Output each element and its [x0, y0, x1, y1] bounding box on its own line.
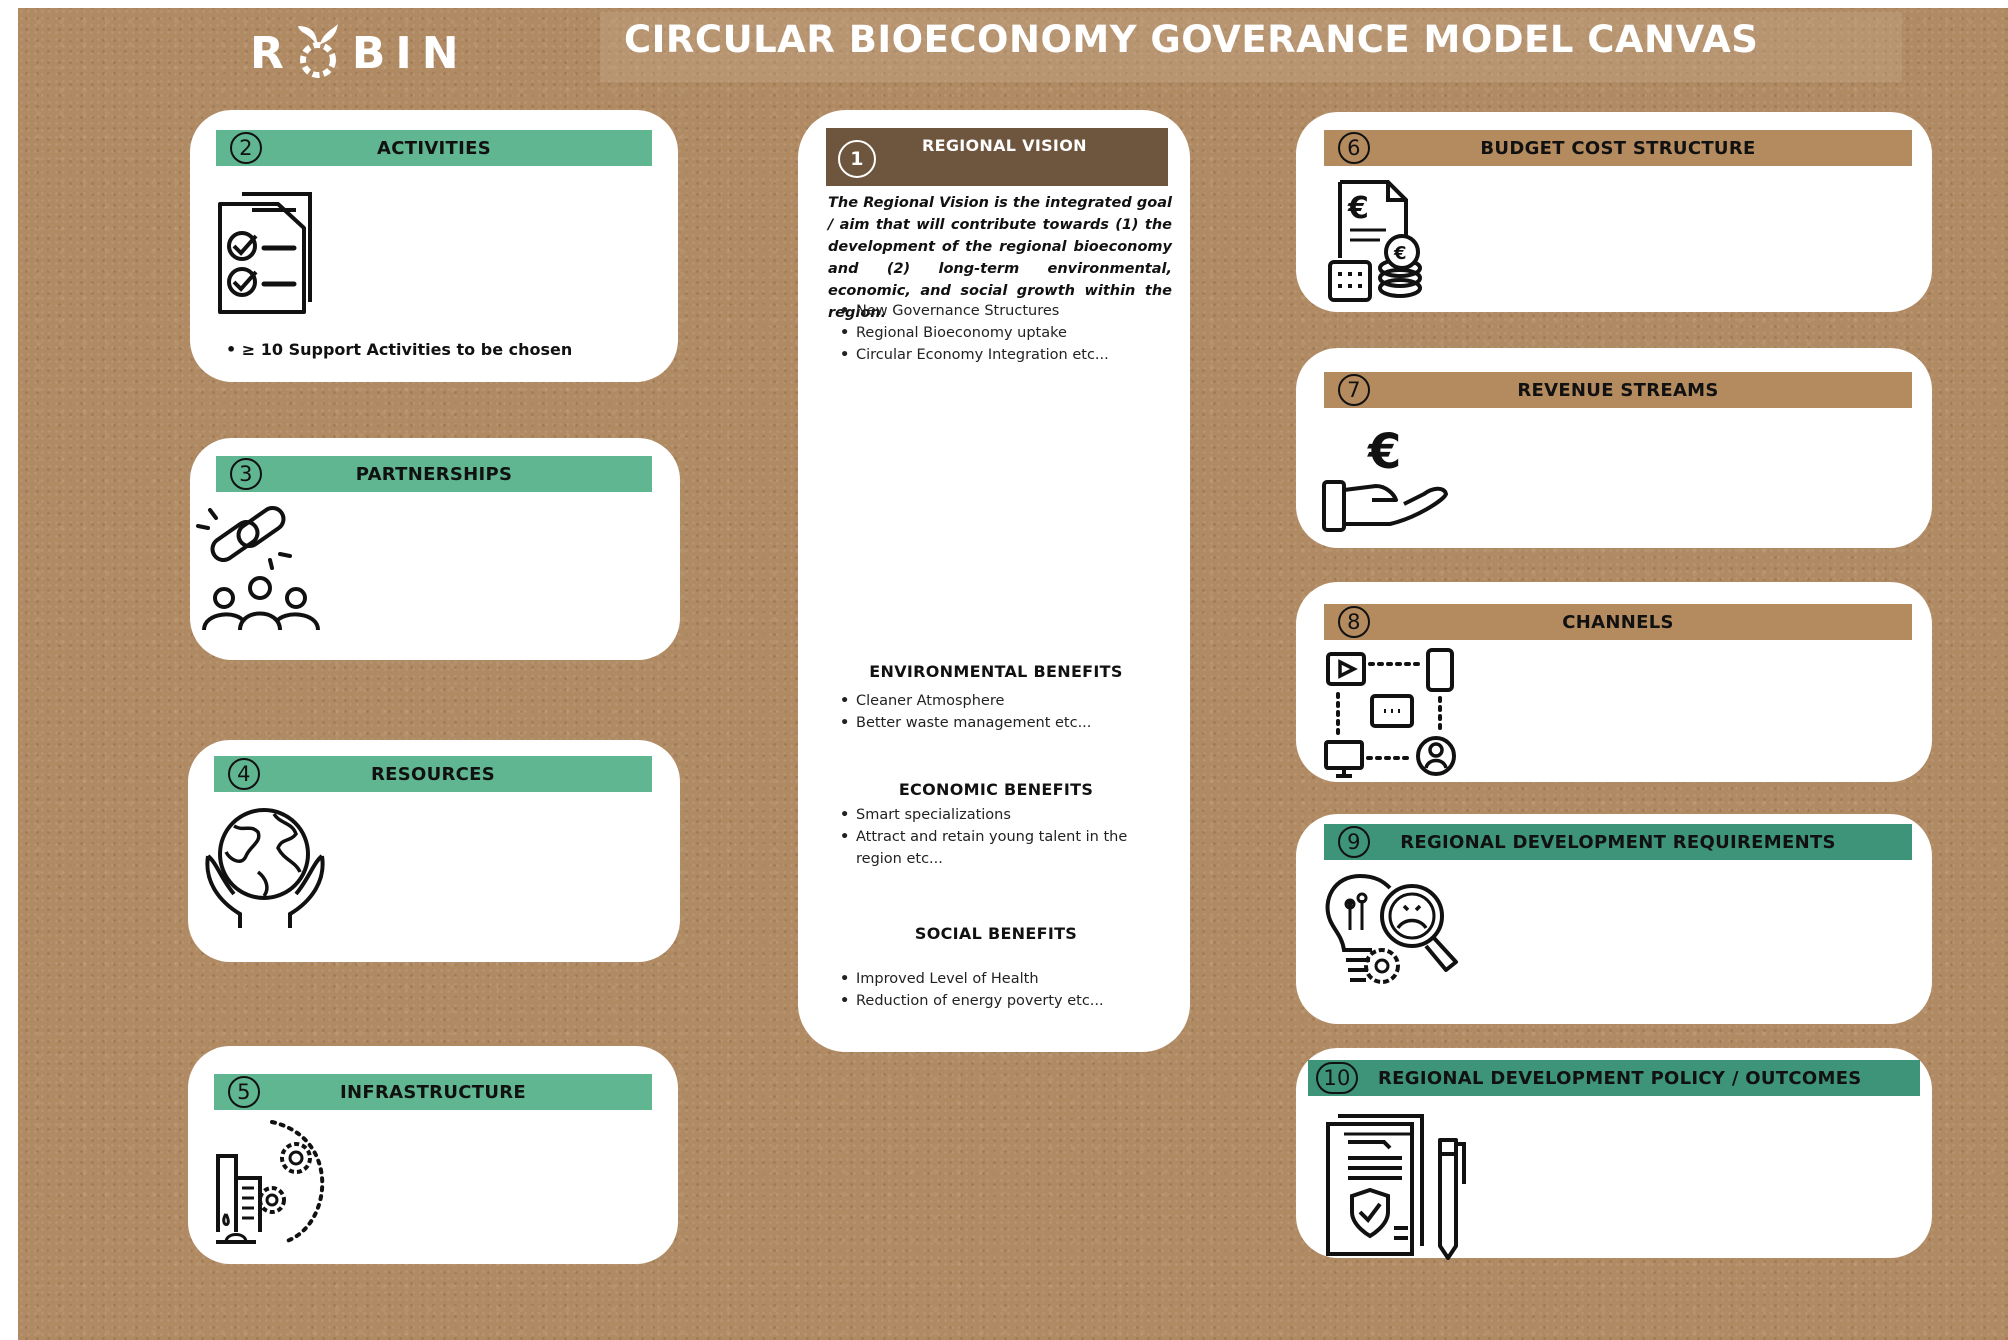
- vision-title: REGIONAL VISION: [922, 136, 1087, 155]
- card-regional-development-policy: 10 REGIONAL DEVELOPMENT POLICY / OUTCOME…: [1296, 1048, 1932, 1260]
- card-header-resources: 4 RESOURCES: [214, 756, 652, 792]
- svg-text:€: €: [1367, 424, 1401, 480]
- svg-text:€: €: [1393, 243, 1407, 264]
- card-channels: 8 CHANNELS: [1296, 582, 1932, 782]
- economic-benefits-title: ECONOMIC BENEFITS: [898, 780, 1094, 799]
- card-partnerships: 3 PARTNERSHIPS: [190, 438, 680, 660]
- requirements-icon: [1325, 874, 1458, 984]
- list-item: Better waste management etc...: [840, 712, 1170, 734]
- card-number: 6: [1338, 132, 1370, 164]
- card-regional-vision: 1 REGIONAL VISION The Regional Vision is…: [798, 110, 1190, 1052]
- page-title: CIRCULAR BIOECONOMY GOVERANCE MODEL CANV…: [624, 18, 1759, 61]
- card-number: 1: [838, 140, 876, 178]
- card-title: ACTIVITIES: [377, 137, 491, 159]
- card-number: 9: [1338, 826, 1370, 858]
- card-activities: 2 ACTIVITIES • ≥ 10 Support Activities t…: [190, 110, 678, 382]
- social-benefits-list: Improved Level of Health Reduction of en…: [840, 968, 1170, 1012]
- card-header-channels: 8 CHANNELS: [1324, 604, 1912, 640]
- svg-text:€: €: [1347, 191, 1369, 226]
- card-number: 3: [230, 458, 262, 490]
- list-item: Cleaner Atmosphere: [840, 690, 1170, 712]
- activities-note: • ≥ 10 Support Activities to be chosen: [226, 340, 573, 359]
- card-title: REVENUE STREAMS: [1517, 379, 1719, 401]
- checklist-icon: [218, 192, 312, 314]
- title-banner: [600, 12, 1902, 82]
- card-header-activities: 2 ACTIVITIES: [216, 130, 652, 166]
- card-title: REGIONAL DEVELOPMENT REQUIREMENTS: [1400, 831, 1836, 853]
- card-number: 8: [1338, 606, 1370, 638]
- card-number: 10: [1316, 1062, 1358, 1094]
- vision-description: The Regional Vision is the integrated go…: [828, 195, 1172, 321]
- card-budget-cost-structure: 6 BUDGET COST STRUCTURE € €: [1296, 112, 1932, 312]
- infrastructure-icon: [216, 1120, 325, 1244]
- environmental-benefits-list: Cleaner Atmosphere Better waste manageme…: [840, 690, 1170, 734]
- vision-header: 1 REGIONAL VISION: [826, 128, 1168, 186]
- card-number: 5: [228, 1076, 260, 1108]
- environmental-benefits-title: ENVIRONMENTAL BENEFITS: [869, 662, 1123, 681]
- card-header-partnerships: 3 PARTNERSHIPS: [216, 456, 652, 492]
- logo-prefix: R: [250, 27, 284, 79]
- card-header-budget: 6 BUDGET COST STRUCTURE: [1324, 130, 1912, 166]
- card-number: 4: [228, 758, 260, 790]
- hand-euro-icon: €: [1322, 424, 1448, 532]
- robin-logo: R BIN: [250, 18, 469, 88]
- list-item: Attract and retain young talent in the r…: [840, 826, 1140, 870]
- card-header-policy: 10 REGIONAL DEVELOPMENT POLICY / OUTCOME…: [1308, 1060, 1920, 1096]
- card-header-infrastructure: 5 INFRASTRUCTURE: [214, 1074, 652, 1110]
- economic-benefits-list: Smart specializations Attract and retain…: [840, 804, 1140, 870]
- card-title: BUDGET COST STRUCTURE: [1480, 137, 1756, 159]
- card-header-revenue: 7 REVENUE STREAMS: [1324, 372, 1912, 408]
- card-regional-development-requirements: 9 REGIONAL DEVELOPMENT REQUIREMENTS: [1296, 814, 1932, 1024]
- list-item: Improved Level of Health: [840, 968, 1170, 990]
- globe-hands-icon: [205, 808, 325, 928]
- card-title: INFRASTRUCTURE: [339, 1081, 527, 1103]
- list-item: Regional Bioeconomy uptake: [840, 322, 1170, 344]
- list-item: Reduction of energy poverty etc...: [840, 990, 1170, 1012]
- social-benefits-title: SOCIAL BENEFITS: [914, 924, 1078, 943]
- leaf-gear-icon: [297, 24, 338, 78]
- card-resources: 4 RESOURCES: [188, 740, 680, 962]
- partnership-icon: [196, 506, 320, 631]
- list-item: Circular Economy Integration etc...: [840, 344, 1170, 366]
- list-item: Smart specializations: [840, 804, 1140, 826]
- channels-icon: [1324, 648, 1456, 778]
- card-title: RESOURCES: [370, 763, 496, 785]
- card-infrastructure: 5 INFRASTRUCTURE: [188, 1046, 678, 1264]
- logo-text: BIN: [351, 27, 469, 79]
- list-item: New Governance Structures: [840, 300, 1170, 322]
- card-number: 7: [1338, 374, 1370, 406]
- card-title: REGIONAL DEVELOPMENT POLICY / OUTCOMES: [1378, 1067, 1862, 1089]
- card-title: PARTNERSHIPS: [355, 463, 513, 485]
- card-header-requirements: 9 REGIONAL DEVELOPMENT REQUIREMENTS: [1324, 824, 1912, 860]
- card-revenue-streams: 7 REVENUE STREAMS €: [1296, 348, 1932, 548]
- vision-items: New Governance Structures Regional Bioec…: [840, 300, 1170, 366]
- card-title: CHANNELS: [1562, 611, 1674, 633]
- card-number: 2: [230, 132, 262, 164]
- policy-document-icon: [1326, 1114, 1466, 1260]
- budget-icon: € €: [1328, 180, 1422, 302]
